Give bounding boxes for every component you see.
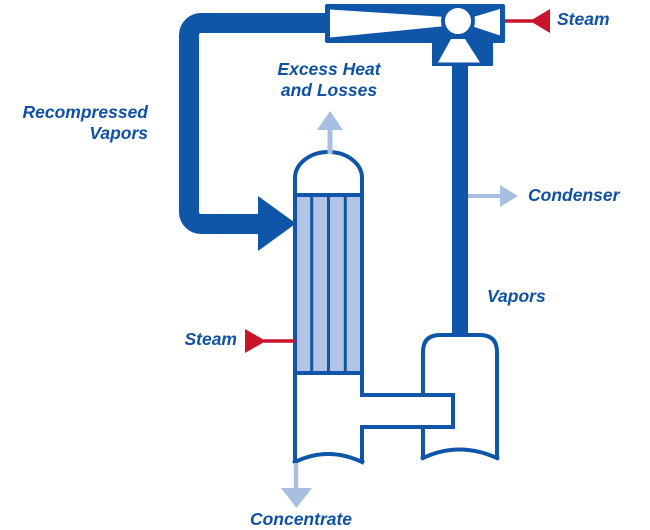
steam-nozzle-funnel — [438, 39, 480, 63]
excess-heat-label-line2: and Losses — [280, 80, 378, 100]
recompressed-vapors-label-line2: Vapors — [89, 123, 148, 143]
vapors-label: Vapors — [487, 286, 546, 306]
concentrate-label: Concentrate — [249, 509, 353, 529]
recompressed-vapors-arrowhead — [258, 196, 296, 251]
separator-shell — [421, 333, 499, 459]
condenser-arrowhead — [500, 185, 518, 207]
separator-vessel — [420, 333, 500, 461]
steam-inlet-top-arrowhead — [530, 9, 550, 33]
thermocompressor — [325, 4, 505, 66]
steam-label-side: Steam — [184, 329, 237, 349]
excess-heat-label-line1: Excess Heat — [277, 59, 381, 79]
steam-label-top: Steam — [557, 9, 610, 29]
recompressed-vapors-label: Recompressed Vapors — [8, 102, 148, 144]
excess-heat-arrow — [317, 111, 343, 154]
thermocompressor-nozzle-circle — [441, 4, 475, 38]
evaporator-column — [292, 150, 365, 465]
evaporator-dome — [293, 150, 364, 196]
excess-heat-arrowhead — [317, 111, 343, 130]
steam-inlet-side-arrowhead — [245, 329, 266, 353]
concentrate-arrowhead — [281, 488, 312, 508]
excess-heat-label: Excess Heat and Losses — [256, 59, 402, 101]
condenser-arrow — [468, 185, 518, 207]
steam-inlet-top — [505, 9, 550, 33]
steam-inlet-side — [245, 329, 295, 353]
thermocompressor-venturi-right — [470, 9, 500, 36]
recompressed-vapors-label-line1: Recompressed — [22, 102, 148, 122]
separator-bottom-break — [420, 447, 500, 461]
concentrate-arrow — [281, 463, 312, 508]
evaporator-bottom-break — [292, 452, 365, 465]
recompressed-vapors-pipe — [179, 13, 330, 234]
vapors-pipe — [452, 58, 468, 337]
thermocompressor-venturi-left — [330, 9, 446, 38]
condenser-label: Condenser — [528, 185, 620, 205]
transfer-duct — [364, 393, 455, 429]
